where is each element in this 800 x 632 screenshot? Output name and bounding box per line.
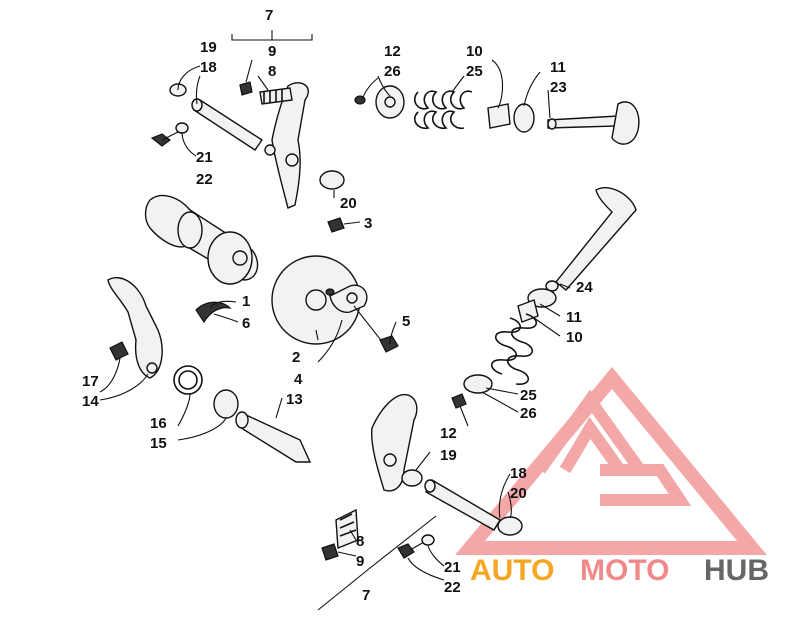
watermark-hub: HUB (704, 554, 769, 587)
label-16: 16 (150, 415, 167, 432)
label-21-bottom: 21 (444, 559, 461, 576)
label-8-bottom: 8 (356, 533, 364, 550)
rocker-shaft-bottom (424, 479, 501, 531)
bracket-7-bottom (317, 515, 437, 611)
valve-spring-top (413, 90, 473, 130)
label-2: 2 (292, 349, 300, 366)
bracket-7-top (231, 30, 313, 41)
label-22-bottom: 22 (444, 579, 461, 596)
label-7-bottom: 7 (362, 587, 370, 604)
label-6: 6 (242, 315, 250, 332)
decomp-shaft (235, 411, 312, 463)
label-14: 14 (82, 393, 99, 410)
adjuster-bottom (321, 508, 359, 561)
label-11-bottom: 11 (566, 309, 582, 326)
valve-keeper-top (354, 85, 405, 119)
label-9-top: 9 (268, 43, 276, 60)
torsion-spring (173, 365, 203, 395)
label-18-bottom: 18 (510, 465, 527, 482)
label-5: 5 (402, 313, 410, 330)
valve-top (547, 101, 640, 145)
label-7-top: 7 (265, 7, 273, 24)
label-1: 1 (242, 293, 250, 310)
label-12-top: 12 (384, 43, 401, 60)
label-3: 3 (364, 215, 372, 232)
spring-seat-top (513, 103, 535, 133)
rocker-arm-bottom (370, 393, 418, 492)
spring-seat-26 (463, 374, 493, 394)
label-4: 4 (294, 371, 303, 388)
adjuster-top (239, 81, 293, 105)
label-8-top: 8 (268, 63, 276, 80)
label-18-top: 18 (200, 59, 217, 76)
label-11-top: 11 (550, 59, 566, 76)
label-20-bottom: 20 (510, 485, 527, 502)
keeper-12 (451, 393, 467, 409)
decomp-plate (329, 284, 368, 313)
label-26-top: 26 (384, 63, 401, 80)
o-ring-top (319, 170, 345, 190)
valve-bottom (545, 187, 637, 292)
leader-lines (99, 59, 571, 581)
dowel-pin (327, 217, 345, 233)
decomp-lever (107, 277, 163, 379)
label-26-bottom: 26 (520, 405, 537, 422)
label-24: 24 (576, 279, 593, 296)
label-20-top: 20 (340, 195, 357, 212)
label-12-bottom: 12 (440, 425, 457, 442)
label-25-top: 25 (466, 63, 483, 80)
camshaft (144, 194, 259, 285)
label-15: 15 (150, 435, 167, 452)
bolt-5 (353, 305, 399, 353)
label-17: 17 (82, 373, 99, 390)
bolt-bottom (397, 534, 435, 559)
label-9-bottom: 9 (356, 553, 364, 570)
label-10-top: 10 (466, 43, 483, 60)
washer-15 (213, 389, 239, 419)
label-10-bottom: 10 (566, 329, 583, 346)
watermark-logo (455, 367, 767, 555)
o-ring-19 (401, 469, 423, 487)
label-23: 23 (550, 79, 567, 96)
watermark-auto: AUTO (470, 554, 554, 587)
watermark-moto: MOTO (580, 554, 669, 587)
nut-17 (109, 341, 129, 361)
rocker-arm-top (264, 82, 309, 209)
valve-seal-top (487, 103, 511, 129)
half-moon-seal (195, 301, 232, 324)
label-25-bottom: 25 (520, 387, 537, 404)
label-19-bottom: 19 (440, 447, 457, 464)
o-ring-20 (497, 516, 523, 536)
label-22-top: 22 (196, 171, 213, 188)
label-19-top: 19 (200, 39, 217, 56)
label-21-top: 21 (196, 149, 213, 166)
valve-spring-bottom (490, 313, 538, 385)
bolt-top (150, 122, 189, 147)
label-13: 13 (286, 391, 303, 408)
